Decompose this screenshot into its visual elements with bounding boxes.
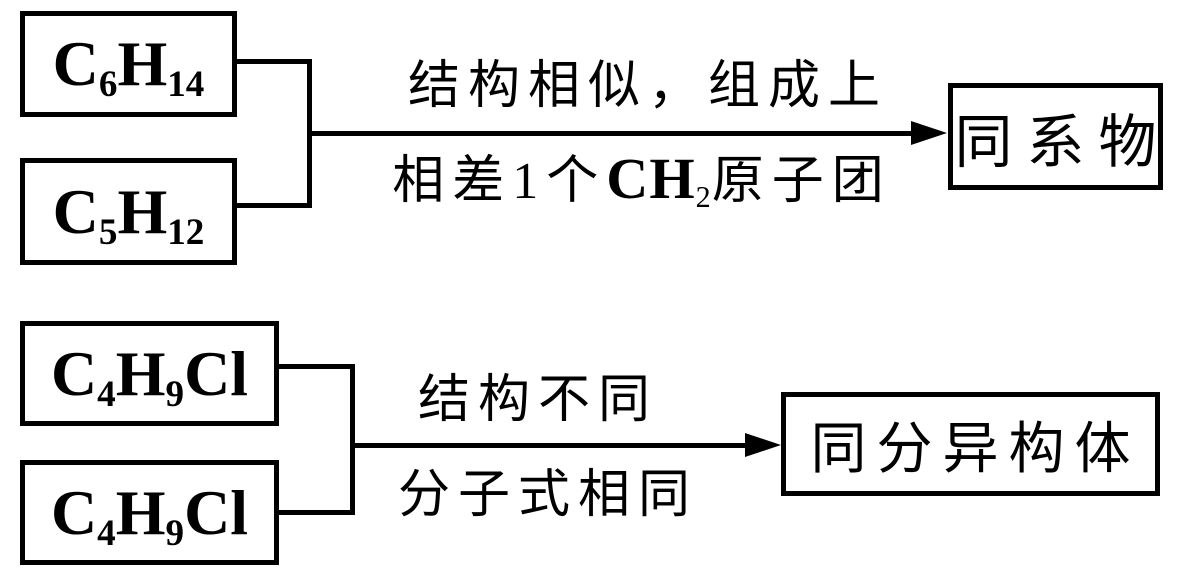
result-box-homolog: 同系物	[948, 83, 1163, 190]
source-box-c6h14: C6H14	[20, 11, 237, 117]
result-label-homolog: 同系物	[954, 109, 1171, 175]
arrow-shaft-bottom	[350, 443, 750, 448]
source-box-c4h9cl-2: C4H9Cl	[20, 460, 279, 565]
connector-stub-top-1	[233, 59, 312, 64]
formula-c4h9cl-2: C4H9Cl	[50, 476, 249, 554]
connector-bracket-bottom	[350, 364, 355, 515]
arrowhead-bottom	[745, 433, 781, 457]
arrow-label-top-line1: 结构相似，组成上	[407, 58, 889, 115]
formula-c4h9cl-1: C4H9Cl	[50, 337, 249, 415]
arrow-label-top-line2: 相差1个CH2原子团	[392, 146, 892, 215]
result-box-isomer: 同分异构体	[781, 392, 1160, 496]
result-label-isomer: 同分异构体	[810, 418, 1141, 481]
connector-stub-bottom-1	[277, 364, 355, 369]
ch-group-text: CH	[606, 146, 696, 211]
formula-c6h14: C6H14	[52, 28, 205, 106]
arrow-label-bottom-line1: 结构不同	[417, 372, 659, 429]
connector-stub-top-2	[233, 203, 312, 208]
arrowhead-top	[911, 121, 947, 145]
formula-c5h12: C5H12	[52, 175, 205, 253]
source-box-c5h12: C5H12	[20, 158, 237, 265]
source-box-c4h9cl-1: C4H9Cl	[20, 321, 279, 426]
connector-stub-bottom-2	[277, 510, 355, 515]
arrow-shaft-top	[307, 131, 917, 136]
arrow-label-bottom-line2: 分子式相同	[397, 467, 699, 524]
